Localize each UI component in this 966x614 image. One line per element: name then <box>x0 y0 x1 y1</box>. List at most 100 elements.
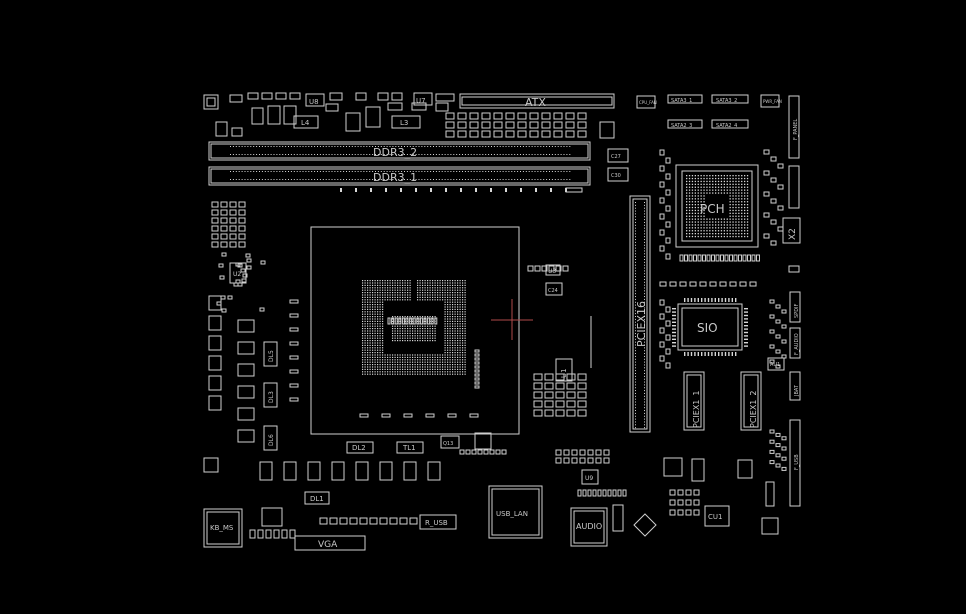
cpu-pin <box>369 294 371 296</box>
kb-ms-connector[interactable]: KB_MS <box>203 508 243 548</box>
sata-connector-3[interactable]: SATA2_3 <box>667 119 703 129</box>
diode-dl1[interactable]: DL1 <box>304 491 330 505</box>
capacitor-c27[interactable]: C27 <box>607 148 629 163</box>
left-smd <box>229 225 237 232</box>
sio-chip[interactable]: SIO <box>677 303 743 351</box>
cpu-pin <box>452 304 454 306</box>
pch-ball <box>717 227 720 229</box>
r-usb-connector[interactable]: R_USB <box>419 514 457 530</box>
transformer-tl1[interactable]: TL1 <box>396 441 424 454</box>
cpu-pin <box>369 289 371 291</box>
ddr-pin <box>496 171 498 172</box>
inductor-l4[interactable]: L4 <box>293 115 319 129</box>
atx-label: ATX <box>525 96 546 109</box>
cpu-socket[interactable] <box>310 226 520 435</box>
pch-ball <box>735 180 737 183</box>
cpu-pin <box>397 354 399 356</box>
sio-pin <box>714 352 716 356</box>
capacitor-c24[interactable]: C24 <box>545 282 563 296</box>
bottom-smd <box>273 529 280 539</box>
pcie-x1-slot-1[interactable]: PCIEX1_1 <box>683 371 705 431</box>
pcie-x1-slot-2[interactable]: PCIEX1_2 <box>740 371 762 431</box>
atx-connector[interactable]: ATX <box>459 93 615 109</box>
audio-jack-block[interactable]: AUDIO <box>570 507 608 547</box>
pcie-x16-slot[interactable]: PCIEX16 <box>629 195 651 433</box>
ddr-pin <box>366 154 368 155</box>
cpu-pin <box>457 287 459 289</box>
cpu-pin <box>367 280 369 282</box>
pch-ball <box>691 192 694 194</box>
ddr-pin <box>482 171 484 172</box>
cpu-pin <box>389 289 391 291</box>
cpu-pin <box>419 282 421 284</box>
pch-ball <box>729 206 731 209</box>
cpu-pin <box>374 349 376 351</box>
diode-dl2[interactable]: DL2 <box>346 441 374 454</box>
diode-dl5[interactable]: DL5 <box>263 341 278 367</box>
sata-connector-1[interactable]: SATA3_1 <box>667 94 703 104</box>
cpu-fan-header[interactable]: CPU_FAN <box>636 95 657 109</box>
chip-au1[interactable]: AU1 <box>767 357 785 371</box>
cpu-pin <box>454 366 456 368</box>
spdif-header[interactable]: SPDIF <box>789 291 801 323</box>
f-usb-header[interactable]: F_USB <box>789 419 801 507</box>
vga-connector[interactable]: VGA <box>294 535 366 551</box>
atx-pin <box>445 121 455 129</box>
dimm-slot-ddr3-2[interactable]: DDR3_2 <box>208 141 591 161</box>
cpu-pin <box>454 282 456 284</box>
cpu-pin <box>394 373 396 375</box>
sata-connector-4[interactable]: SATA2_4 <box>711 119 749 129</box>
chip-cu1[interactable]: CU1 <box>704 505 730 527</box>
pch-ball <box>741 209 743 212</box>
diamond-component[interactable] <box>633 513 657 537</box>
cpu-pin <box>457 299 459 301</box>
cpu-pin <box>372 289 374 291</box>
bottom-smd <box>579 457 586 464</box>
pch-ball <box>712 177 714 180</box>
cpu-pin <box>364 332 366 334</box>
sata-connector-2[interactable]: SATA3_2 <box>711 94 749 104</box>
pwr-fan-header[interactable]: PWR_FAN <box>760 94 782 108</box>
cpu-pin <box>364 328 366 330</box>
mosfet-q13[interactable]: Q13 <box>440 435 460 449</box>
ddr-pin <box>230 154 231 155</box>
chip-u7[interactable]: U7 <box>413 92 433 106</box>
pch-chip[interactable]: PCH <box>675 164 759 248</box>
cpu-pin <box>429 330 431 332</box>
cpu-pin <box>454 337 456 339</box>
ddr-pin <box>560 154 562 155</box>
cpu-pin <box>389 354 391 356</box>
ddr-pin <box>543 179 545 180</box>
usb-lan-connector[interactable]: USB_LAN <box>488 485 543 539</box>
f-audio-header[interactable]: F_AUDIO <box>789 327 801 359</box>
cpu-pin <box>382 337 384 339</box>
chip-u2[interactable]: U2 <box>229 262 247 284</box>
jbat-header[interactable]: JBAT <box>789 371 801 401</box>
cpu-pin <box>364 308 366 310</box>
pch-ball <box>746 189 749 191</box>
capacitor-c30[interactable]: C30 <box>607 167 629 182</box>
crystal-x2[interactable]: X2 <box>782 217 801 244</box>
cpu-pin <box>447 368 449 370</box>
dimm-slot-ddr3-1[interactable]: DDR3_1 <box>208 166 591 186</box>
pch-ball <box>738 201 740 203</box>
pch-ball <box>700 221 702 223</box>
f-panel-header[interactable]: F_PANEL <box>788 95 800 159</box>
chip-u8[interactable]: U8 <box>305 93 325 107</box>
diode-dl6[interactable]: DL6 <box>263 425 278 451</box>
cpu-pin <box>422 359 424 361</box>
cpu-pin <box>452 299 454 301</box>
chip-u1[interactable]: U1 <box>555 358 573 382</box>
cpu-pin <box>434 340 436 342</box>
cpu-pin <box>427 354 429 356</box>
diode-dl3[interactable]: DL3 <box>263 382 278 408</box>
pch-ball <box>697 235 699 238</box>
cpu-pin <box>464 282 466 284</box>
ddr-pin <box>253 179 255 180</box>
cpu-pin <box>439 280 441 282</box>
pch-ball <box>691 198 694 200</box>
cpu-pin <box>362 371 364 373</box>
chip-u9[interactable]: U9 <box>581 469 599 485</box>
inductor-l3[interactable]: L3 <box>391 115 421 129</box>
pch-ball <box>715 189 717 191</box>
